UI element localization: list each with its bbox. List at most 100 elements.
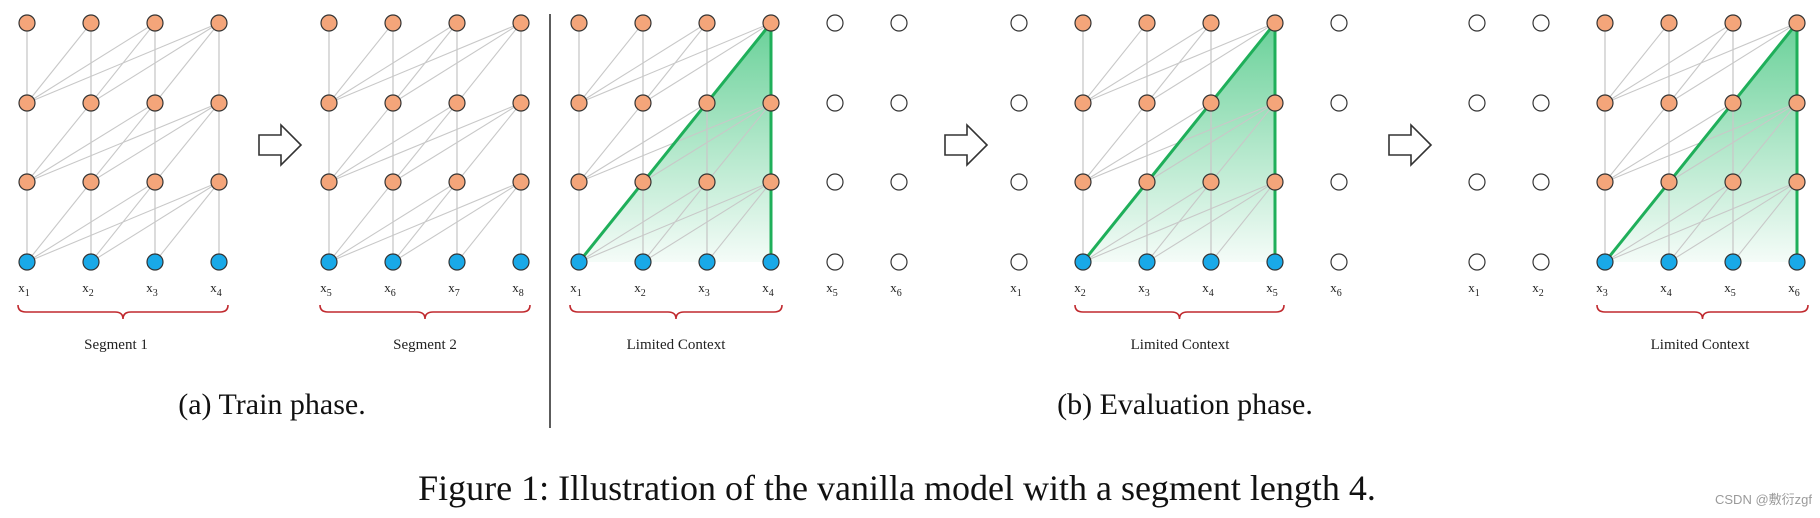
hidden-node (1788, 94, 1806, 112)
hidden-node (1660, 173, 1678, 191)
input-node (698, 253, 716, 271)
hidden-node (1266, 94, 1284, 112)
hidden-node (320, 14, 338, 32)
token-label: x6 (1788, 280, 1800, 299)
segment-label: Segment 2 (393, 337, 457, 353)
input-node (1660, 253, 1678, 271)
empty-node (1532, 14, 1550, 32)
eval-phase-caption: (b) Evaluation phase. (1057, 388, 1313, 421)
attention-edge (392, 181, 522, 263)
hidden-node (762, 94, 780, 112)
attention-edge (26, 181, 156, 263)
token-label: x3 (146, 280, 158, 299)
attention-edge (642, 22, 772, 104)
hidden-node (320, 94, 338, 112)
hidden-node (1596, 94, 1614, 112)
token-label: x2 (634, 280, 646, 299)
attention-edge (328, 22, 394, 104)
token-label: x6 (384, 280, 396, 299)
segment-brace (319, 304, 531, 320)
segment-brace (17, 304, 229, 320)
attention-edge (1210, 102, 1276, 183)
hidden-node (1202, 14, 1220, 32)
input-node (1138, 253, 1156, 271)
hidden-node (634, 14, 652, 32)
input-node (1788, 253, 1806, 271)
attention-edge (90, 22, 220, 104)
token-label: x1 (1010, 280, 1022, 299)
hidden-node (512, 14, 530, 32)
input-node (1724, 253, 1742, 271)
empty-node (1468, 253, 1486, 271)
token-label: x4 (762, 280, 774, 299)
hidden-node (1074, 173, 1092, 191)
token-label: x1 (1468, 280, 1480, 299)
attention-edge (1082, 181, 1212, 263)
empty-node (890, 94, 908, 112)
hidden-node (82, 94, 100, 112)
attention-edge (1146, 181, 1276, 263)
hidden-node (1138, 173, 1156, 191)
hidden-node (210, 94, 228, 112)
attention-edge (1082, 22, 1212, 104)
token-label: x7 (448, 280, 460, 299)
attention-edge (1146, 22, 1276, 104)
hidden-node (698, 94, 716, 112)
empty-node (1468, 94, 1486, 112)
hidden-node (762, 14, 780, 32)
attention-edge (1082, 22, 1148, 104)
attention-edge (1732, 102, 1798, 183)
attention-edge (328, 181, 394, 263)
token-label: x1 (18, 280, 30, 299)
empty-node (1330, 173, 1348, 191)
watermark: CSDN @敷衍zgf (1715, 492, 1812, 507)
attention-edge (1082, 102, 1212, 183)
attention-edge (1146, 181, 1212, 263)
token-label: x5 (1266, 280, 1278, 299)
attention-edge (392, 181, 458, 263)
hidden-node (1660, 94, 1678, 112)
attention-edge (1604, 102, 1734, 183)
hidden-node (146, 173, 164, 191)
segment-label: Limited Context (1651, 337, 1751, 353)
hidden-node (512, 94, 530, 112)
attention-edge (1146, 102, 1276, 183)
attention-edge (26, 102, 156, 183)
hidden-node (570, 173, 588, 191)
hidden-node (82, 14, 100, 32)
attention-edge (154, 102, 220, 183)
input-node (1266, 253, 1284, 271)
token-label: x2 (1532, 280, 1544, 299)
segment-brace (569, 304, 783, 320)
segment-label: Limited Context (1131, 337, 1231, 353)
arrow-icon-train (258, 123, 303, 167)
token-label: x1 (570, 280, 582, 299)
hidden-node (1138, 14, 1156, 32)
empty-node (890, 173, 908, 191)
empty-node (1330, 253, 1348, 271)
empty-node (1010, 94, 1028, 112)
hidden-node (210, 173, 228, 191)
input-node (1202, 253, 1220, 271)
hidden-node (634, 173, 652, 191)
attention-edge (1732, 181, 1798, 263)
attention-edge (456, 181, 522, 263)
attention-edge (392, 22, 458, 104)
input-node (320, 253, 338, 271)
hidden-node (512, 173, 530, 191)
attention-edge (90, 22, 156, 104)
hidden-node (1202, 94, 1220, 112)
attention-edge (328, 102, 394, 183)
token-label: x3 (1138, 280, 1150, 299)
empty-node (1468, 173, 1486, 191)
context-boundary-diagonal (1603, 22, 1799, 263)
attention-edge (642, 22, 708, 104)
empty-node (826, 14, 844, 32)
hidden-node (1266, 14, 1284, 32)
hidden-node (1138, 94, 1156, 112)
